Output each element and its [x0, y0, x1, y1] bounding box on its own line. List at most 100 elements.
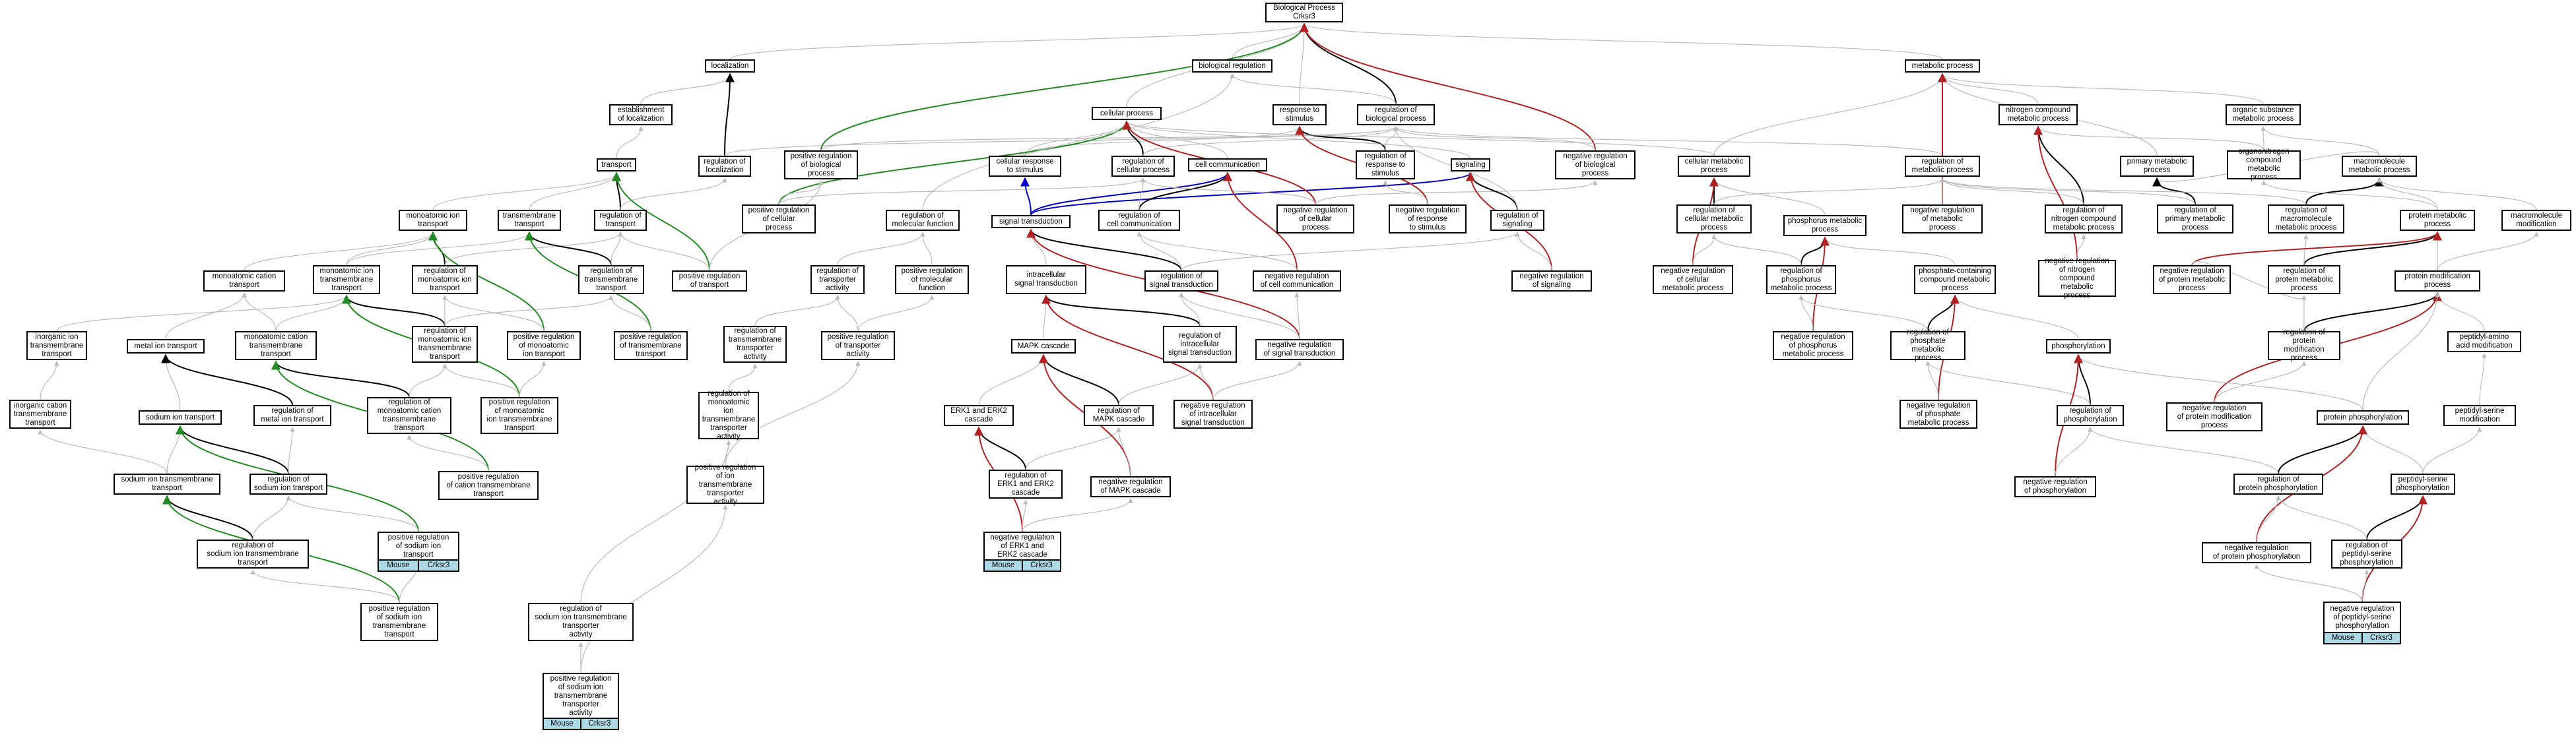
go-term-node-negregcellcomm[interactable]: negative regulation of cell communicatio…: [1253, 270, 1341, 292]
go-term-node-transport[interactable]: transport: [597, 158, 636, 171]
go-term-node-negregprotmod[interactable]: negative regulation of protein modificat…: [2166, 402, 2262, 431]
go-term-node-regcp[interactable]: regulation of cellular process: [1111, 156, 1175, 177]
go-term-node-regsigtrans[interactable]: regulation of signal transduction: [1144, 270, 1218, 292]
go-term-node-posregmonoiontm[interactable]: positive regulation of monoatomic ion tr…: [480, 397, 558, 434]
go-term-node-ncmp[interactable]: nitrogen compound metabolic process: [1998, 104, 2078, 125]
go-term-node-negregcellmet[interactable]: negative regulation of cellular metaboli…: [1653, 265, 1733, 294]
go-term-node-moncat[interactable]: monoatomic cation transport: [203, 270, 285, 292]
go-term-node-erk[interactable]: ERK1 and ERK2 cascade: [944, 405, 1014, 426]
go-term-node-metproc[interactable]: metabolic process: [1905, 59, 1980, 73]
gene-tag[interactable]: Crksr3: [2363, 632, 2401, 644]
go-term-node-mapk[interactable]: MAPK cascade: [1011, 339, 1076, 354]
go-term-node-regmet[interactable]: regulation of metabolic process: [1905, 156, 1980, 177]
go-term-node-monoiontm[interactable]: monoatomic ion transmembrane transport: [313, 265, 380, 294]
go-term-node-osmp[interactable]: organic substance metabolic process: [2226, 104, 2301, 125]
go-term-node-regprotmod[interactable]: regulation of protein modification proce…: [2268, 328, 2340, 362]
go-term-node-posregtransport[interactable]: positive regulation of transport: [672, 270, 747, 292]
go-term-node-regmonoiontmact[interactable]: regulation of monoatomic ion transmembra…: [698, 390, 759, 441]
go-term-node-posregmf[interactable]: positive regulation of molecular functio…: [895, 265, 969, 294]
gene-tag[interactable]: Crksr3: [419, 559, 459, 572]
go-term-node-posregtmtransport[interactable]: positive regulation of transmembrane tra…: [614, 331, 688, 360]
go-term-node-negregsigtrans[interactable]: negative regulation of signal transducti…: [1255, 339, 1344, 360]
go-term-node-negregsig[interactable]: negative regulation of signaling: [1511, 270, 1592, 292]
go-term-node-regmf[interactable]: regulation of molecular function: [886, 210, 960, 231]
go-term-node-inorgcat[interactable]: inorganic cation transmembrane transport: [9, 400, 71, 429]
go-term-node-regbp[interactable]: regulation of biological process: [1357, 104, 1435, 125]
go-term-node-protmet[interactable]: protein metabolic process: [2400, 210, 2475, 231]
go-term-node-inorgion[interactable]: inorganic ion transmembrane transport: [26, 331, 87, 360]
go-term-node-regphosph[interactable]: regulation of phosphorylation: [2057, 405, 2124, 426]
go-term-node-regtransact[interactable]: regulation of transporter activity: [810, 265, 865, 294]
go-term-node-posregcp[interactable]: positive regulation of cellular process: [742, 204, 816, 233]
go-term-node-regsig[interactable]: regulation of signaling: [1490, 210, 1544, 231]
go-term-node-cellcomm[interactable]: cell communication: [1188, 158, 1267, 171]
go-term-node-regphosphmet[interactable]: regulation of phosphate metabolic proces…: [1890, 328, 1965, 362]
go-term-node-regsodtm[interactable]: regulation of sodium ion transmembrane t…: [197, 540, 309, 569]
go-term-node-regprotphos[interactable]: regulation of protein phosphorylation: [2233, 474, 2323, 495]
go-term-node-negregcp[interactable]: negative regulation of cellular process: [1276, 204, 1354, 233]
go-term-node-regmonoion[interactable]: regulation of monoatomic ion transport: [412, 265, 478, 294]
go-term-node-regmapk[interactable]: regulation of MAPK cascade: [1084, 405, 1154, 426]
gene-tag[interactable]: Crksr3: [581, 718, 619, 730]
go-term-node-regtmtransport[interactable]: regulation of transmembrane transport: [578, 265, 644, 294]
go-term-node-posregsodtm[interactable]: positive regulation of sodium ion transm…: [360, 603, 438, 641]
go-term-node-phoscont[interactable]: phosphate-containing compound metabolic …: [1914, 265, 1996, 294]
go-term-node-biolreg[interactable]: biological regulation: [1192, 59, 1272, 73]
go-term-node-signaling[interactable]: signaling: [1451, 158, 1490, 171]
go-term-node-negregintrasig[interactable]: negative regulation of intracellular sig…: [1173, 400, 1253, 429]
go-term-node-regtransport[interactable]: regulation of transport: [594, 210, 647, 231]
go-term-node-cellresp[interactable]: cellular response to stimulus: [989, 156, 1061, 177]
go-term-node-regresp[interactable]: regulation of response to stimulus: [1356, 150, 1415, 179]
go-term-node-regncmp[interactable]: regulation of nitrogen compound metaboli…: [2045, 204, 2123, 233]
go-term-node-tmtransport[interactable]: transmembrane transport: [498, 210, 561, 231]
go-term-node-protmod[interactable]: protein modification process: [2394, 270, 2480, 292]
species-tag[interactable]: Mouse: [983, 559, 1023, 572]
go-term-node-phosphorylation[interactable]: phosphorylation: [2046, 339, 2111, 354]
go-term-node-posregiontmact[interactable]: positive regulation of ion transmembrane…: [686, 464, 764, 506]
go-term-node-cellproc[interactable]: cellular process: [1092, 107, 1162, 120]
go-term-node-negregerk[interactable]: negative regulation of ERK1 and ERK2 cas…: [983, 532, 1061, 561]
go-term-node-regloc[interactable]: regulation of localization: [698, 156, 751, 177]
go-term-node-regmetaltrans[interactable]: regulation of metal ion transport: [253, 405, 331, 426]
go-term-node-cellmet[interactable]: cellular metabolic process: [1678, 156, 1750, 177]
go-term-node-posregsodtmact[interactable]: positive regulation of sodium ion transm…: [543, 673, 619, 719]
go-term-node-negregmet[interactable]: negative regulation of metabolic process: [1902, 204, 1983, 233]
go-term-node-regprotmet[interactable]: regulation of protein metabolic process: [2268, 265, 2340, 294]
go-term-node-intrasig[interactable]: intracellular signal transduction: [1006, 265, 1086, 294]
go-term-node-estloc[interactable]: establishment of localization: [609, 104, 673, 125]
species-tag[interactable]: Mouse: [378, 559, 419, 572]
go-term-node-bp[interactable]: Biological Process Crksr3: [1265, 3, 1343, 22]
go-term-node-peptser[interactable]: peptidyl-serine modification: [2443, 405, 2516, 426]
go-term-node-regphosmet[interactable]: regulation of phosphorus metabolic proce…: [1766, 265, 1836, 294]
go-term-node-regmacromet[interactable]: regulation of macromolecule metabolic pr…: [2268, 204, 2344, 233]
go-term-node-regmonoiontm[interactable]: regulation of monoatomic ion transmembra…: [412, 326, 478, 363]
go-term-node-sigtrans[interactable]: signal transduction: [991, 215, 1071, 228]
go-term-node-onmp[interactable]: organonitrogen compound metabolic proces…: [2227, 148, 2301, 181]
go-term-node-regpeptserphos[interactable]: regulation of peptidyl-serine phosphoryl…: [2331, 540, 2402, 569]
go-term-node-sodtm[interactable]: sodium ion transmembrane transport: [114, 474, 220, 495]
go-term-node-metaltrans[interactable]: metal ion transport: [127, 339, 205, 354]
go-term-node-negregprotmet[interactable]: negative regulation of protein metabolic…: [2153, 265, 2231, 294]
go-term-node-posregmonoion[interactable]: positive regulation of monoatomic ion tr…: [507, 331, 581, 360]
go-term-node-macromod[interactable]: macromolecule modification: [2501, 210, 2571, 231]
go-term-node-primet[interactable]: primary metabolic process: [2120, 156, 2194, 177]
go-term-node-macromet[interactable]: macromolecule metabolic process: [2342, 156, 2417, 177]
go-term-node-posregsodtrans[interactable]: positive regulation of sodium ion transp…: [378, 532, 459, 561]
go-term-node-regtmtransact[interactable]: regulation of transmembrane transporter …: [723, 326, 787, 363]
go-term-node-loc[interactable]: localization: [705, 59, 755, 73]
go-term-node-negregphosph[interactable]: negative regulation of phosphorylation: [2014, 476, 2096, 497]
go-term-node-regcellmet[interactable]: regulation of cellular metabolic process: [1676, 204, 1752, 233]
go-term-node-negregncmp[interactable]: negative regulation of nitrogen compound…: [2038, 257, 2116, 299]
go-term-node-peptserphos[interactable]: peptidyl-serine phosphorylation: [2391, 474, 2455, 495]
go-term-node-respstim[interactable]: response to stimulus: [1272, 104, 1327, 125]
go-term-node-monoion[interactable]: monoatomic ion transport: [399, 210, 467, 231]
go-term-node-negregmapk[interactable]: negative regulation of MAPK cascade: [1090, 476, 1171, 497]
go-term-node-regsodtmact[interactable]: regulation of sodium ion transmembrane t…: [528, 603, 634, 641]
go-term-node-regsodtrans[interactable]: regulation of sodium ion transport: [249, 474, 327, 495]
go-term-node-peptaa[interactable]: peptidyl-amino acid modification: [2447, 331, 2521, 352]
go-term-node-negregphosmet[interactable]: negative regulation of phosphorus metabo…: [1773, 331, 1853, 360]
go-term-node-regmoncattm[interactable]: regulation of monoatomic cation transmem…: [367, 397, 451, 434]
go-term-node-regprimet[interactable]: regulation of primary metabolic process: [2157, 204, 2233, 233]
go-term-node-protphos[interactable]: protein phosphorylation: [2317, 410, 2409, 425]
go-term-node-regcellcomm[interactable]: regulation of cell communication: [1098, 210, 1180, 231]
